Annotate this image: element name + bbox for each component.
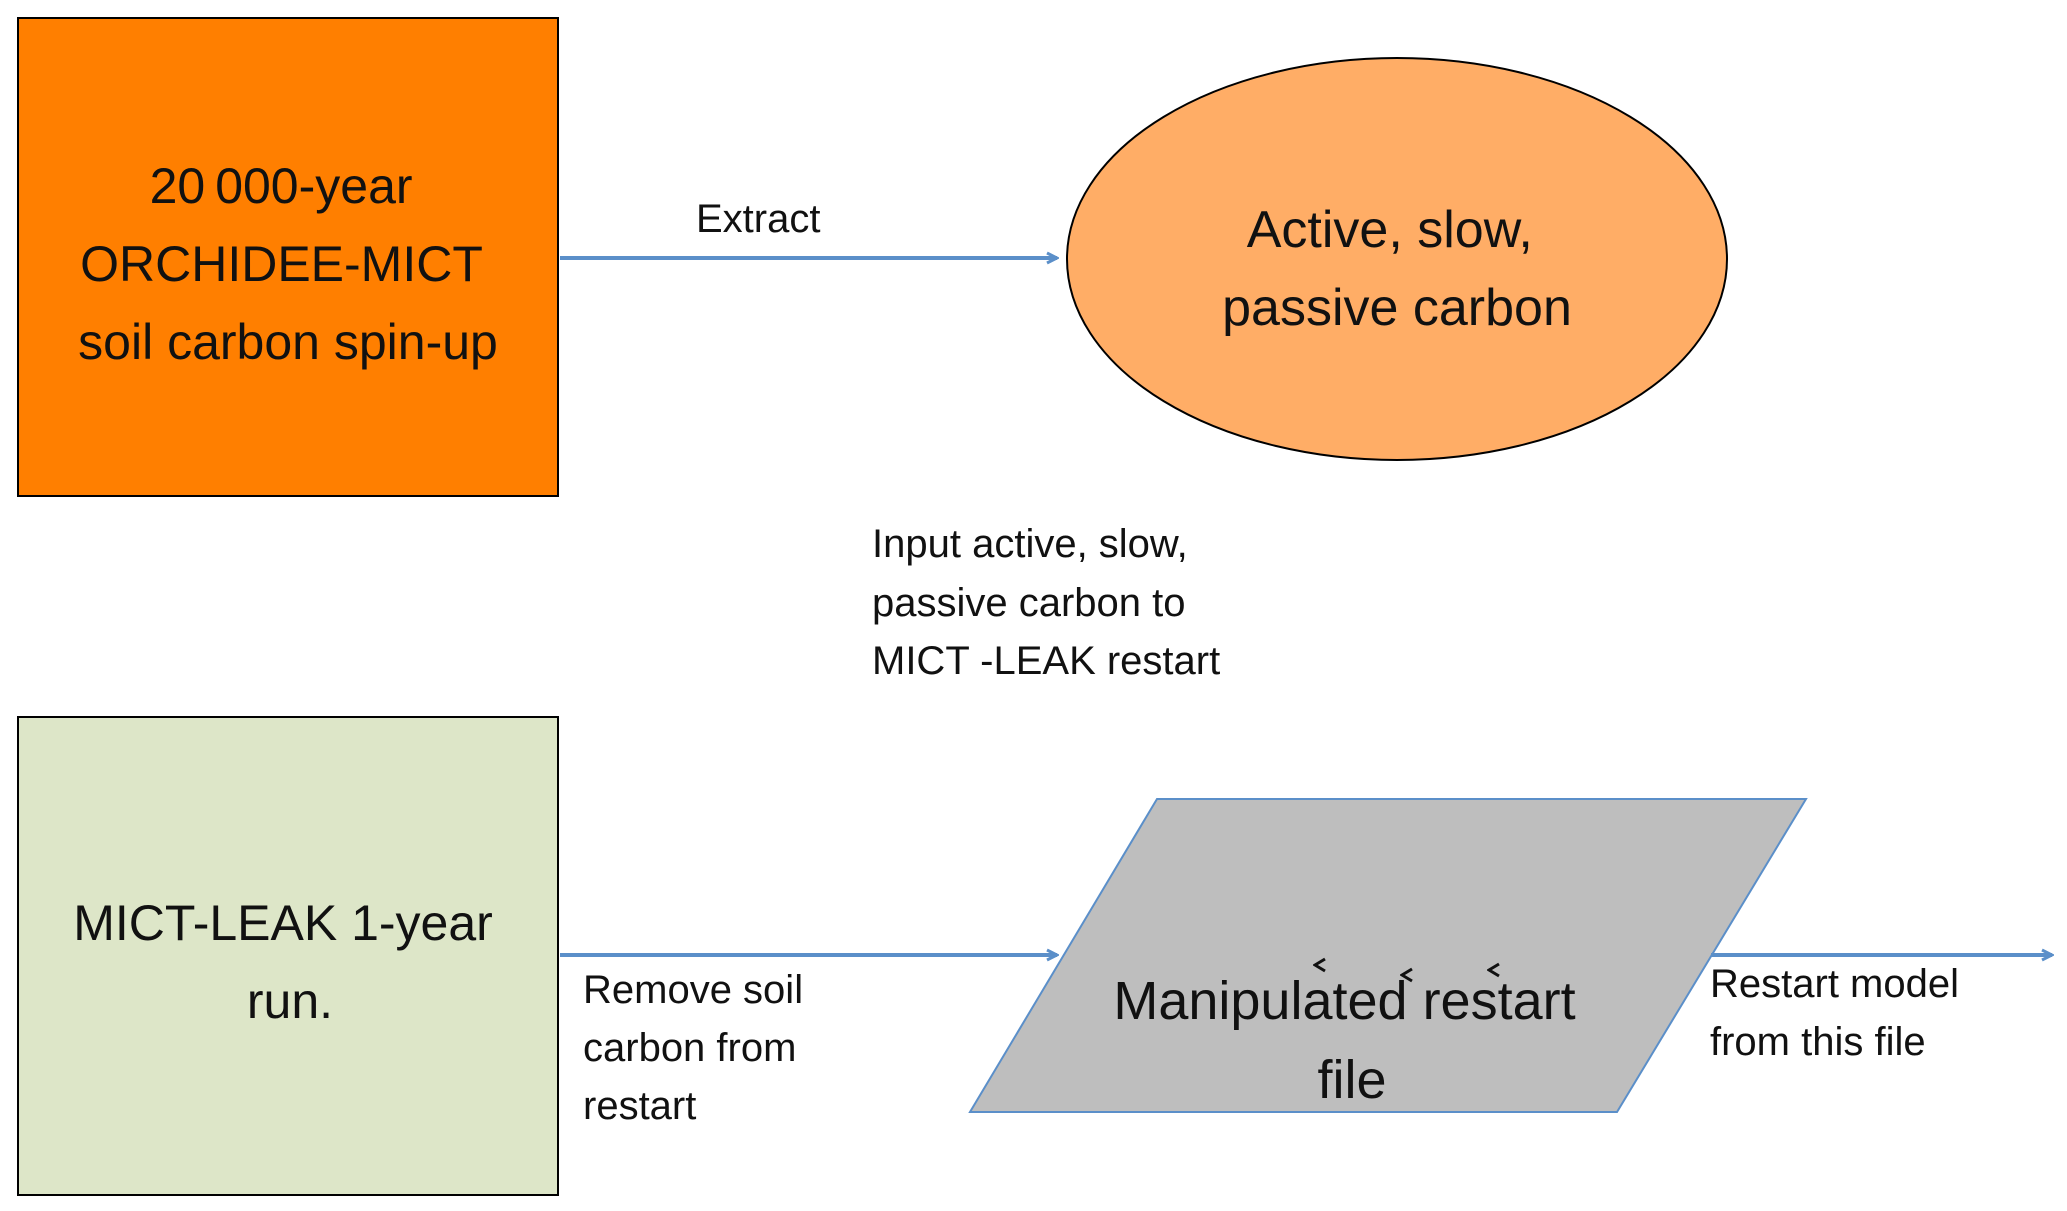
node-restart-file: Manipulated restart file	[968, 798, 1808, 1113]
edge-input-pools-line-3: MICT -LEAK restart	[872, 639, 1220, 683]
node-carbon-pools-line-1: Active, slow,	[1247, 201, 1533, 259]
node-carbon-pools: Active, slow, passive carbon	[1066, 57, 1728, 461]
svg-text:Manipulated restart file: Manipulated restart file	[1113, 971, 1590, 1110]
svg-text:MICT-LEAK 1-year run.: MICT-LEAK 1-year run.	[73, 895, 506, 1029]
node-mict-leak-line-1: MICT-LEAK 1-year	[73, 895, 493, 951]
node-spinup-line-2: ORCHIDEE-MICT	[80, 236, 482, 292]
edge-remove-carbon-line-1: Remove soil	[583, 968, 803, 1012]
node-carbon-pools-ellipse	[1066, 57, 1728, 461]
svg-text:20 000-year ORCHIDEE-MIC: 20 000-year ORCHIDEE-MICT soil carbon sp…	[78, 158, 498, 370]
edge-extract: Extract	[560, 197, 1057, 258]
node-spinup-line-3: soil carbon spin-up	[78, 314, 498, 370]
edge-input-pools: Input active, slow, passive carbon to MI…	[872, 410, 1489, 975]
node-restart-file-line-1: Manipulated restart	[1113, 971, 1575, 1031]
svg-text:Remove soil carbon from: Remove soil carbon from restart	[583, 968, 814, 1128]
node-restart-file-shape	[968, 798, 1808, 1113]
node-mict-leak: MICT-LEAK 1-year run.	[17, 716, 559, 1196]
edge-extract-label: Extract	[696, 197, 820, 241]
node-mict-leak-box	[17, 716, 559, 1196]
node-spinup-box	[17, 17, 559, 497]
edge-remove-carbon-line-3: restart	[583, 1084, 696, 1128]
node-spinup: 20 000-year ORCHIDEE-MICT soil carbon sp…	[17, 17, 559, 497]
edge-restart-model-line-1: Restart model	[1710, 962, 1959, 1006]
svg-text:Extract: Extract	[696, 197, 820, 241]
edge-restart-model-line-2: from this file	[1710, 1020, 1926, 1064]
svg-text:Input active, slow, pass: Input active, slow, passive carbon to MI…	[872, 522, 1220, 683]
edge-input-pools-line-2: passive carbon to	[872, 581, 1186, 625]
edge-remove-carbon: Remove soil carbon from restart	[560, 955, 1057, 1128]
node-spinup-line-1: 20 000-year	[150, 158, 413, 214]
edge-input-pools-line-1: Input active, slow,	[872, 522, 1188, 566]
edge-remove-carbon-line-2: carbon from	[583, 1026, 796, 1070]
edge-restart-model: Restart model from this file	[1710, 955, 2052, 1064]
node-carbon-pools-line-2: passive carbon	[1222, 279, 1572, 337]
svg-text:Active, slow, passive ca: Active, slow, passive carbon	[1222, 201, 1572, 337]
svg-text:Restart model from this: Restart model from this file	[1710, 962, 1970, 1064]
node-restart-file-line-2: file	[1317, 1050, 1386, 1110]
node-mict-leak-line-2: run.	[247, 973, 333, 1029]
